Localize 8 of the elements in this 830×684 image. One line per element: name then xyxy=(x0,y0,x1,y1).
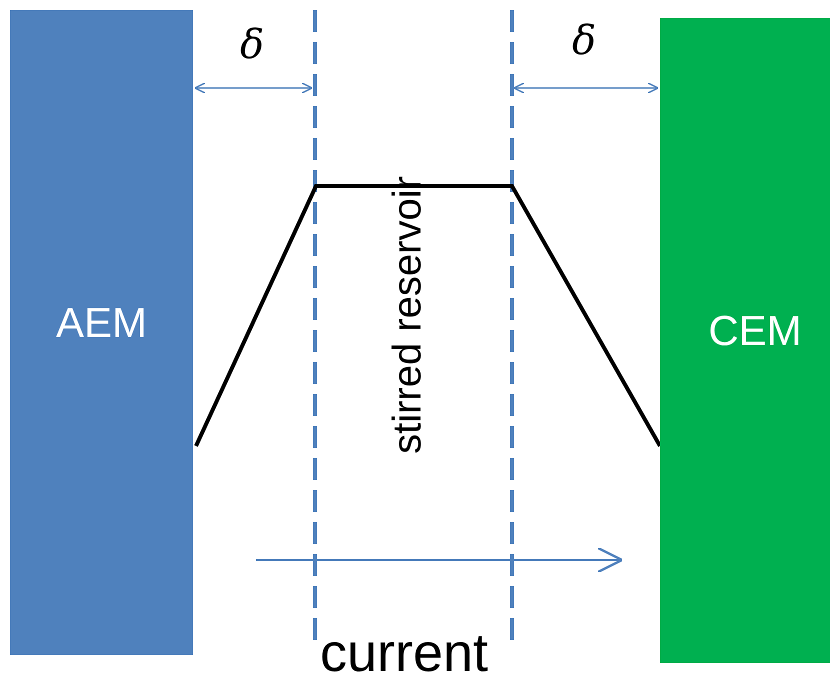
membrane-label: CEM xyxy=(708,306,802,354)
region-label: stirred reservoir xyxy=(386,176,430,454)
membrane-bar xyxy=(660,18,830,663)
arrow-label: current xyxy=(320,622,488,684)
membrane-label: AEM xyxy=(56,298,147,346)
dimension-label: δ xyxy=(240,22,264,68)
dimension-label: δ xyxy=(572,18,596,64)
membrane-bar xyxy=(10,10,193,655)
